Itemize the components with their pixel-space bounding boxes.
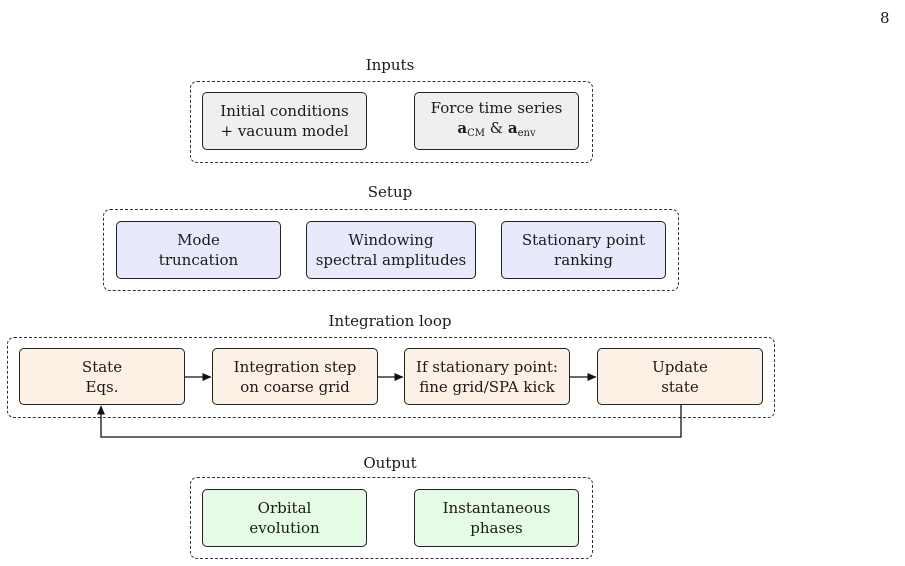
output-title: Output [363,454,417,472]
node-line: Orbital [257,499,312,517]
node-line: spectral amplitudes [315,251,467,269]
node-line: fine grid/SPA kick [419,377,555,396]
node-line: ranking [554,251,613,269]
setup-group [103,209,679,291]
node-line: evolution [249,519,320,537]
loop-title: Integration loop [328,312,452,330]
stationary-point-kick-node: If stationary point: fine grid/SPA kick [404,348,570,405]
orbital-evolution-node: Orbital evolution [202,489,367,547]
instantaneous-phases-node: Instantaneous phases [414,489,579,547]
node-line: Eqs. [85,377,119,396]
integration-step-node: Integration step on coarse grid [212,348,378,405]
loop-group [7,337,775,418]
inputs-group [190,81,593,163]
node-line: If stationary point: [416,357,558,376]
node-line: state [661,377,699,396]
arrow-feedback-loop [97,405,682,438]
node-line: on coarse grid [240,377,350,396]
output-group [190,477,593,559]
stationary-point-ranking-node: Stationary point ranking [501,221,666,279]
setup-title: Setup [367,183,413,201]
node-line: Update [652,357,708,376]
node-line: Mode [177,231,220,249]
force-formula: aCM & aenv [457,119,536,139]
node-line: State [81,357,123,376]
update-state-node: Update state [597,348,763,405]
node-line: Stationary point [521,231,646,249]
node-line: Windowing [348,231,434,249]
inputs-title: Inputs [365,56,415,74]
initial-conditions-node: Initial conditions + vacuum model [202,92,367,150]
node-line: + vacuum model [220,122,349,140]
node-line: Integration step [233,357,357,376]
node-line: Instantaneous [442,499,551,517]
force-time-series-node: Force time series aCM & aenv [414,92,579,150]
state-eqs-node: State Eqs. [19,348,185,405]
windowing-node: Windowing spectral amplitudes [306,221,476,279]
page-number: 8 [880,9,890,27]
node-line: Force time series [430,99,563,117]
mode-truncation-node: Mode truncation [116,221,281,279]
node-line: Initial conditions [220,102,349,120]
node-line: phases [470,519,523,537]
node-line: truncation [158,251,239,269]
